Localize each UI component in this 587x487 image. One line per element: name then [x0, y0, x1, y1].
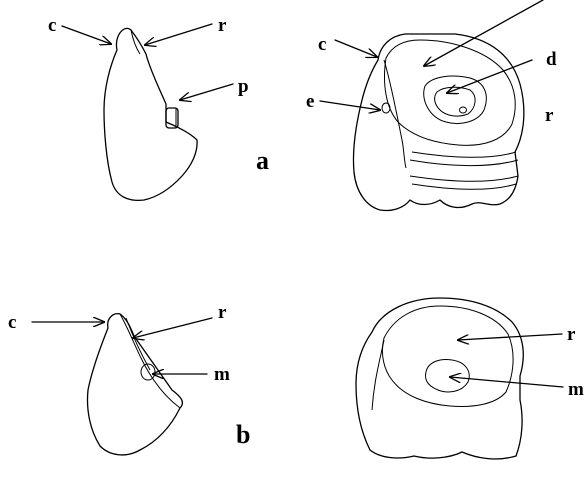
tooth-b-side-outline	[88, 314, 183, 455]
arrow-r-b-left	[133, 318, 212, 338]
band-line-2	[410, 160, 518, 166]
label-panel-b: b	[236, 420, 250, 449]
label-e: e	[306, 91, 314, 112]
arrow-p	[180, 84, 233, 100]
label-r-b-right: r	[567, 324, 576, 345]
arrow-e	[320, 101, 380, 110]
band-line-1	[412, 152, 516, 157]
label-r-a-right: r	[545, 105, 554, 126]
ridge-line	[384, 60, 406, 168]
arrow-m-b-right	[450, 377, 563, 387]
panel-a-side-view	[104, 28, 197, 200]
label-panel-a: a	[256, 146, 269, 175]
arrow-r-a-left	[145, 24, 212, 45]
arrows	[32, 0, 563, 387]
panel-b-crown-view	[356, 298, 523, 459]
label-r-b-left: r	[218, 302, 227, 323]
panel-b-side-view	[88, 314, 183, 455]
tooth-a-crown-outline	[353, 34, 523, 211]
pulp-dot	[460, 107, 467, 113]
labels: c r p a c e d r c r m b r m	[8, 15, 584, 449]
label-c-b-left: c	[8, 312, 16, 333]
panel-a-crown-view	[353, 34, 523, 211]
label-d: d	[546, 49, 557, 70]
occlusal-rim	[385, 40, 516, 145]
arrow-c-a-left	[62, 26, 111, 44]
pulp-cavity-m	[426, 360, 470, 392]
band-line-3	[410, 176, 518, 181]
arrow-c-a-right	[335, 40, 377, 57]
label-c-a-right: c	[318, 34, 326, 55]
dentin-inner	[435, 87, 475, 116]
tooth-b-crown-outline	[356, 298, 523, 459]
arrow-top-right	[424, 0, 543, 66]
band-line-4	[412, 184, 516, 189]
label-m-b-right: m	[568, 379, 584, 400]
label-c-a-left: c	[48, 15, 56, 36]
label-r-a-left: r	[218, 15, 227, 36]
tooth-a-side-outline	[104, 28, 197, 200]
label-p: p	[238, 76, 249, 97]
occlusal-field-r	[382, 306, 513, 406]
label-m-b-left: m	[214, 364, 230, 385]
pit-e	[382, 103, 390, 113]
cusp-line-left	[372, 340, 384, 410]
